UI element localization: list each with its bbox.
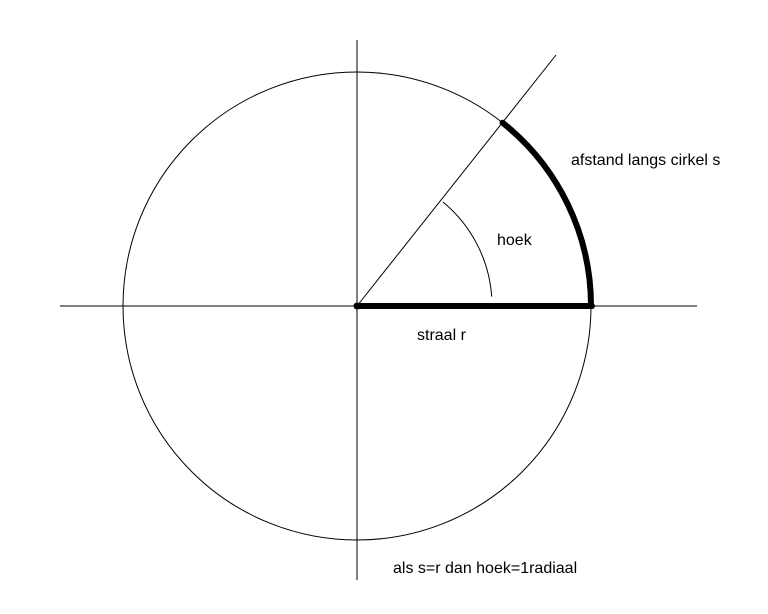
angle-label: hoek bbox=[497, 232, 533, 249]
arc-length-s bbox=[499, 119, 594, 309]
radian-statement: als s=r dan hoek=1radiaal bbox=[393, 560, 577, 577]
angle-indicator-arc bbox=[442, 201, 493, 297]
radius-label: straal r bbox=[417, 327, 467, 344]
angle-ray bbox=[356, 54, 557, 307]
center-point bbox=[353, 302, 361, 310]
arc-length-label: afstand langs cirkel s bbox=[571, 152, 720, 169]
